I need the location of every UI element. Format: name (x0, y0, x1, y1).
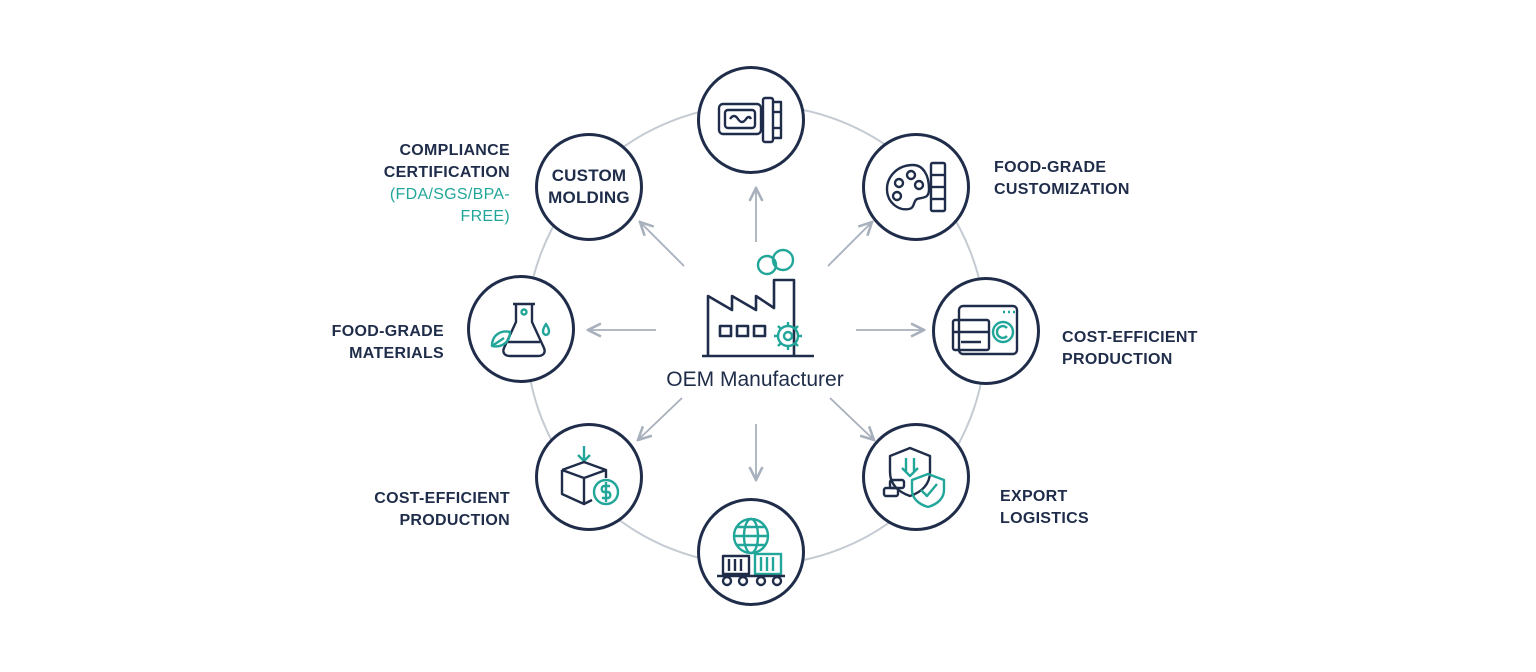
shield-check-icon (882, 444, 950, 510)
center-title: OEM Manufacturer (666, 368, 844, 391)
box-dollar-icon (556, 444, 622, 510)
label-food-grade-customization: FOOD-GRADE CUSTOMIZATION (994, 159, 1130, 198)
node-food-grade-materials (467, 275, 575, 383)
label-export-logistics: EXPORT LOGISTICS (1000, 488, 1089, 527)
arrow-down-left (638, 397, 683, 440)
mold-tool-icon (715, 90, 787, 150)
label-compliance-certification: COMPLIANCE CERTIFICATION (FDA/SGS/BPA-FR… (383, 142, 510, 225)
node-custom-molding: CUSTOM MOLDING (535, 133, 643, 241)
arrow-up-right (827, 222, 872, 267)
node-export-logistics (697, 498, 805, 606)
label-cost-efficient-production-right: COST-EFFICIENT PRODUCTION (1062, 329, 1198, 368)
custom-molding-text: CUSTOM MOLDING (548, 166, 630, 207)
palette-swatch-icon (883, 159, 949, 215)
node-mold-tooling (697, 66, 805, 174)
node-compliance-shield (862, 423, 970, 531)
label-cost-efficient-production-left: COST-EFFICIENT PRODUCTION (374, 490, 510, 529)
factory-gear-icon (700, 244, 816, 360)
flask-leaf-icon (488, 298, 554, 360)
machine-production-icon (951, 302, 1021, 360)
arrow-down-right (829, 397, 874, 440)
globe-containers-icon (713, 516, 789, 588)
node-cost-efficient-production (932, 277, 1040, 385)
arrow-up-left (640, 222, 685, 267)
node-cost-box (535, 423, 643, 531)
node-customization (862, 133, 970, 241)
label-food-grade-materials: FOOD-GRADE MATERIALS (331, 323, 444, 362)
